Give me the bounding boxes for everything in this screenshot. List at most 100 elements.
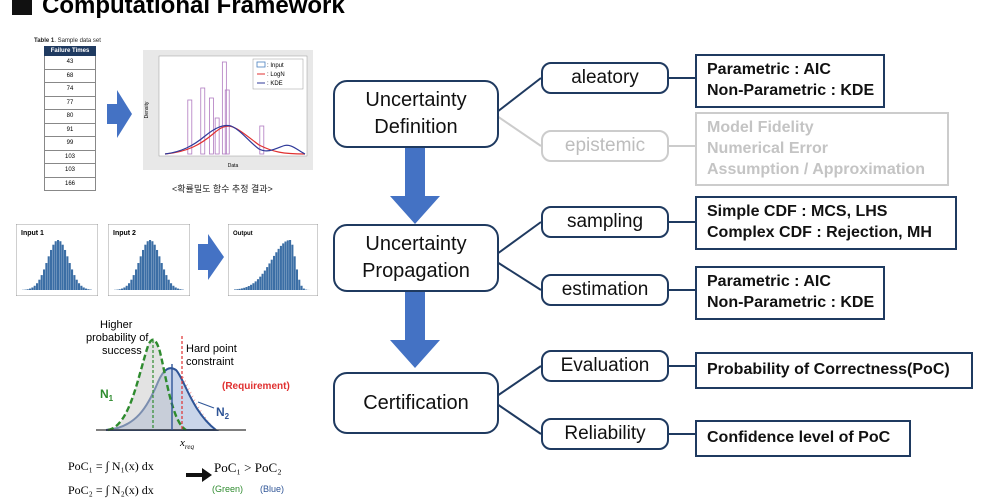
table-row: 166 <box>44 178 96 192</box>
sampling-result-box: Simple CDF : MCS, LHS Complex CDF : Reje… <box>695 196 957 250</box>
histogram-bar <box>156 250 158 290</box>
histogram-bar <box>294 256 296 290</box>
histogram-bar <box>38 280 40 290</box>
histogram-bar <box>55 241 57 290</box>
table-row: 77 <box>44 97 96 111</box>
histogram-bar <box>287 240 289 290</box>
histogram-bar <box>259 277 261 290</box>
table-header: Failure Times <box>44 46 96 56</box>
higher-line: probability of <box>86 332 149 344</box>
histogram-bar <box>73 275 75 290</box>
histogram-bar <box>130 280 132 290</box>
input2-histogram: Input 2 <box>108 224 190 296</box>
result-line: Model Fidelity <box>707 118 937 139</box>
legend-logn: : LogN <box>267 72 285 78</box>
poc-formulas: PoC₁ = ∫ N₁(x) dx PoC₂ = ∫ N₂(x) dx <box>68 454 154 502</box>
input2-label: Input 2 <box>113 230 136 237</box>
histogram-bar <box>252 283 254 290</box>
histogram-bar <box>29 289 31 290</box>
poc-distribution-figure: Higher probability of success Hard point… <box>86 316 322 450</box>
histogram-bar <box>161 263 163 290</box>
histogram-bar <box>147 241 149 290</box>
table-row: 43 <box>44 56 96 70</box>
histogram-bar <box>289 240 291 290</box>
table-row: 74 <box>44 83 96 97</box>
uncertainty-definition-node: Uncertainty Definition <box>333 80 499 148</box>
density-xlabel: Data <box>228 163 239 169</box>
sampling-label: sampling <box>567 211 643 233</box>
histogram-bar <box>271 260 273 290</box>
histogram-bar <box>154 245 156 290</box>
histogram-bar <box>268 263 270 290</box>
histogram-bar <box>278 249 280 290</box>
histogram-bar <box>69 263 71 290</box>
histogram-bar <box>280 246 282 290</box>
requirement-label: (Requirement) <box>222 381 290 392</box>
result-line: Non-Parametric : KDE <box>707 293 873 314</box>
histogram-bar <box>236 289 238 290</box>
blue-label: (Blue) <box>260 484 284 494</box>
histogram-bar <box>241 288 243 290</box>
histogram-bar <box>80 286 82 290</box>
epistemic-label: epistemic <box>565 135 645 157</box>
histogram-bar <box>172 286 174 290</box>
table-row: 103 <box>44 151 96 165</box>
histogram-bar <box>45 263 47 290</box>
histogram-bar <box>248 286 250 290</box>
epistemic-node: epistemic <box>541 130 669 162</box>
histogram-bar <box>158 256 160 290</box>
table-caption: Table 1. Sample data set <box>34 38 104 44</box>
sample-data-table: Table 1. Sample data set Failure Times 4… <box>34 38 104 191</box>
sampling-node: sampling <box>541 206 669 238</box>
xreq-label: xreq <box>179 437 194 450</box>
higher-line: Higher <box>100 319 133 331</box>
result-line: Assumption / Approximation <box>707 160 937 181</box>
histogram-bar <box>64 250 66 290</box>
histogram-bar <box>57 240 59 290</box>
histogram-bar <box>142 250 144 290</box>
formula-1: PoC₁ = ∫ N₁(x) dx <box>68 454 154 478</box>
implies-arrow-icon <box>186 468 212 482</box>
density-chart-caption: <확률밀도 함수 추정 결과> <box>172 182 273 195</box>
right-arrow-icon <box>107 90 132 138</box>
table-row: 103 <box>44 164 96 178</box>
table-row: 80 <box>44 110 96 124</box>
formula-2: PoC₂ = ∫ N₂(x) dx <box>68 478 154 502</box>
down-arrow-icon <box>390 148 440 224</box>
legend-input: : Input <box>267 63 284 69</box>
evaluation-node: Evaluation <box>541 350 669 382</box>
table-row: 91 <box>44 124 96 138</box>
reliability-node: Reliability <box>541 418 669 450</box>
histogram-bar <box>296 269 298 290</box>
histogram-bar <box>78 283 80 290</box>
histogram-bar <box>301 286 303 290</box>
evaluation-label: Evaluation <box>561 355 650 377</box>
density-estimation-chart: : Input : LogN : KDE Data Density <box>143 50 313 170</box>
output-label: Output <box>233 231 253 237</box>
histogram-bar <box>50 250 52 290</box>
histogram-bar <box>62 245 64 290</box>
right-arrow-icon <box>198 234 224 280</box>
histogram-bar <box>179 289 181 290</box>
histogram-bar <box>121 289 123 290</box>
result-line: Probability of Correctness(PoC) <box>707 360 961 381</box>
histogram-bar <box>31 287 33 290</box>
table-row: 68 <box>44 70 96 84</box>
reliability-result-box: Confidence level of PoC <box>695 420 911 457</box>
evaluation-result-box: Probability of Correctness(PoC) <box>695 352 973 389</box>
result-line: Non-Parametric : KDE <box>707 81 873 102</box>
histogram-bar <box>76 280 78 290</box>
histogram-bar <box>151 241 153 290</box>
result-line: Complex CDF : Rejection, MH <box>707 223 945 244</box>
histogram-bar <box>170 283 172 290</box>
histogram-bar <box>291 245 293 290</box>
estimation-result-box: Parametric : AIC Non-Parametric : KDE <box>695 266 885 320</box>
aleatory-result-box: Parametric : AIC Non-Parametric : KDE <box>695 54 885 108</box>
histogram-bar <box>59 241 61 290</box>
result-line: Parametric : AIC <box>707 60 873 81</box>
histogram-bar <box>284 242 286 290</box>
histogram-bar <box>165 275 167 290</box>
uncertainty-propagation-label: Uncertainty Propagation <box>362 231 470 285</box>
histogram-bar <box>34 286 36 290</box>
histogram-bar <box>177 289 179 290</box>
